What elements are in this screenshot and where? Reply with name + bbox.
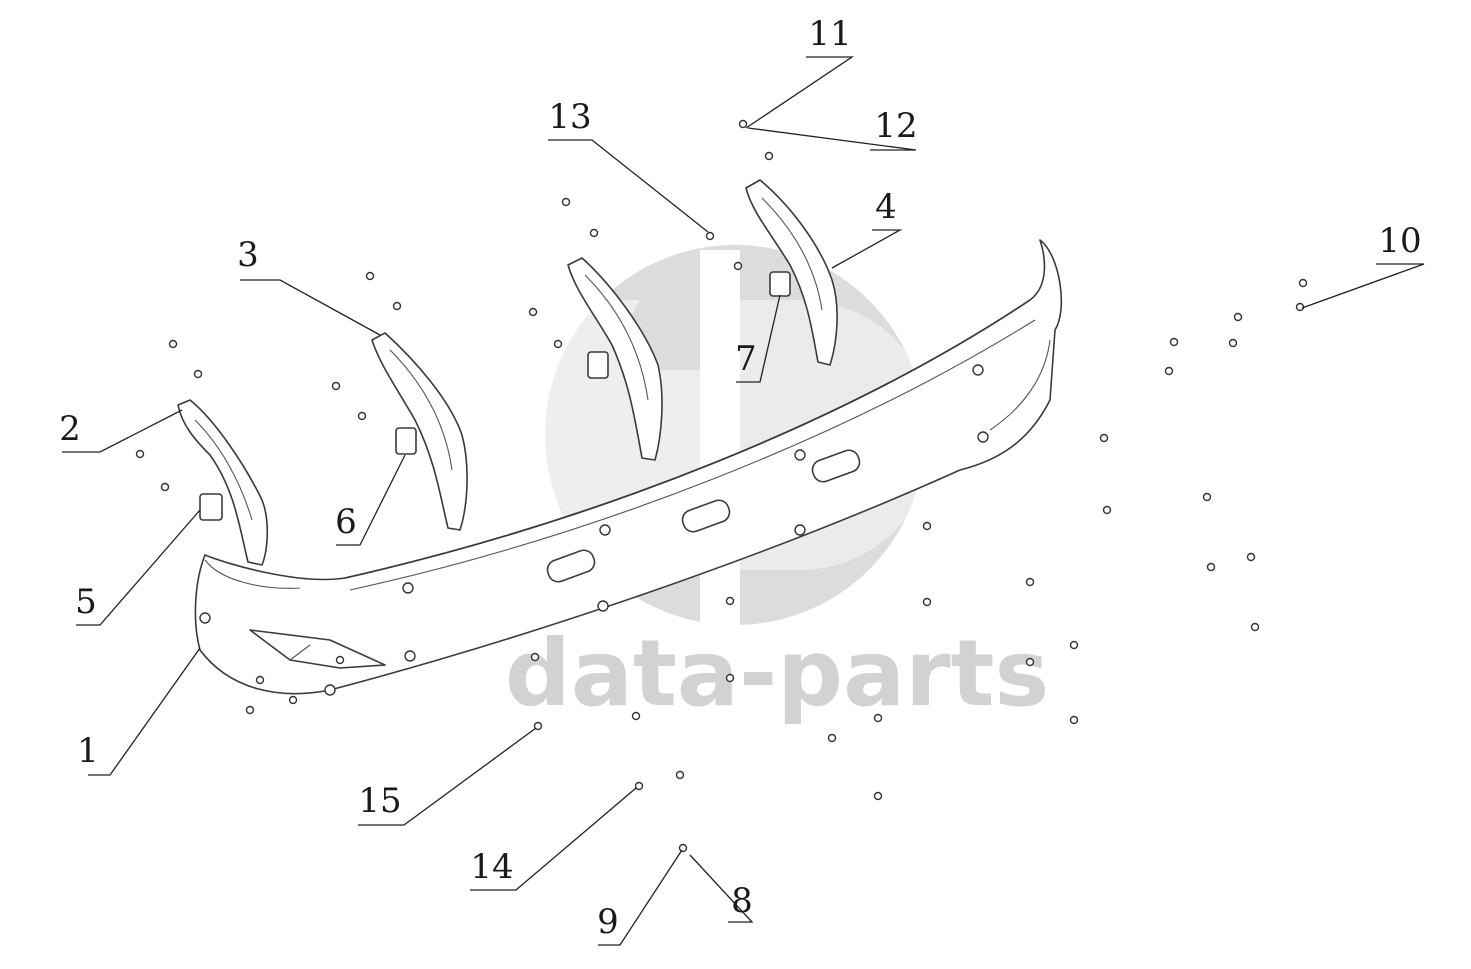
pad-part-7 [769, 271, 791, 297]
callout-number: 7 [735, 339, 757, 379]
callout-3: 3 [237, 235, 381, 336]
callout-number: 14 [470, 847, 513, 887]
callout-leader-line [1301, 263, 1425, 309]
callout-number: 4 [875, 187, 897, 227]
callout-7: 7 [735, 294, 781, 383]
callout-leader-line [831, 229, 903, 269]
callout-leader-line [358, 727, 537, 826]
callout-leader-line [548, 139, 709, 233]
callout-9: 9 [597, 849, 683, 946]
callout-number: 10 [1378, 221, 1421, 261]
pad-middle [587, 351, 609, 379]
bracket-part-2 [177, 399, 269, 566]
callout-leader-line [88, 647, 201, 776]
callout-15: 15 [358, 727, 537, 826]
callout-number: 15 [358, 781, 401, 821]
callout-number: 12 [874, 106, 917, 146]
callout-leader-line [745, 56, 855, 129]
callout-number: 8 [731, 881, 753, 921]
callout-number: 11 [808, 14, 851, 54]
callout-leader-line [747, 127, 917, 151]
bracket-middle [567, 257, 663, 461]
callout-6: 6 [335, 454, 406, 546]
callout-leader-line [336, 454, 406, 546]
fasteners [135, 119, 1308, 853]
callout-14: 14 [470, 787, 637, 891]
callout-5: 5 [75, 509, 201, 626]
callout-number: 3 [237, 235, 259, 275]
callout-10: 10 [1301, 221, 1425, 309]
callout-2: 2 [59, 409, 183, 453]
callout-leader-line [240, 279, 381, 336]
callout-number: 2 [59, 409, 81, 449]
callout-number: 13 [548, 97, 591, 137]
callout-leader-line [470, 787, 637, 891]
callout-1: 1 [77, 647, 201, 776]
callout-13: 13 [548, 97, 709, 233]
callout-8: 8 [689, 854, 754, 923]
callout-number: 6 [335, 502, 357, 542]
callout-leader-line [689, 854, 754, 923]
pad-part-5 [199, 493, 223, 521]
watermark-text: data-parts [505, 620, 1049, 727]
bracket-part-4 [745, 179, 838, 366]
callout-11: 11 [745, 14, 855, 129]
callout-number: 1 [77, 731, 99, 771]
bumper-body [194, 239, 1063, 696]
callout-4: 4 [831, 187, 903, 269]
pad-part-6 [395, 427, 417, 455]
bracket-part-3 [371, 332, 468, 531]
callout-leader-line [76, 509, 201, 626]
callout-leader-line [736, 294, 781, 383]
callout-number: 5 [75, 582, 97, 622]
callout-number: 9 [597, 902, 619, 942]
callout-12: 12 [747, 106, 918, 151]
callout-leader-line [598, 849, 683, 946]
callout-leader-line [62, 409, 183, 453]
